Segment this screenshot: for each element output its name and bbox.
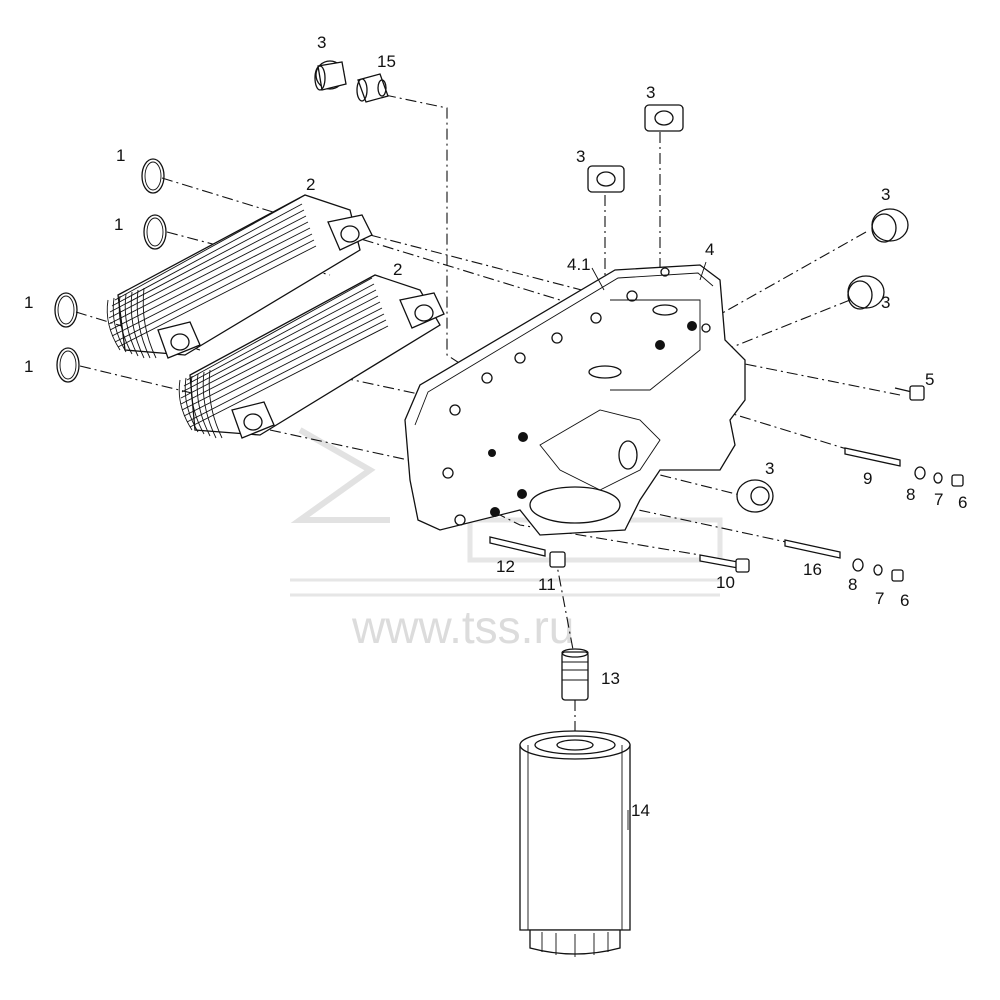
callout-5: 5 bbox=[925, 370, 934, 389]
stud-part-16 bbox=[784, 539, 841, 559]
callout-3: 3 bbox=[576, 147, 585, 166]
callout-1: 1 bbox=[24, 357, 33, 376]
oil-filter-part-14 bbox=[519, 730, 631, 957]
callout-3: 3 bbox=[881, 293, 890, 312]
leader-lines bbox=[591, 261, 707, 830]
callout-2: 2 bbox=[393, 260, 402, 279]
callout-3: 3 bbox=[646, 83, 655, 102]
callout-9: 9 bbox=[863, 469, 872, 488]
plug-part-3 bbox=[314, 60, 909, 513]
callout-6: 6 bbox=[900, 591, 909, 610]
callout-15: 15 bbox=[377, 52, 396, 71]
bolt-part-11 bbox=[549, 551, 566, 568]
callout-1: 1 bbox=[116, 146, 125, 165]
washers-nut-upper bbox=[914, 466, 964, 487]
washers-nut-lower bbox=[852, 558, 904, 582]
stud-part-9 bbox=[844, 447, 901, 467]
callout-8: 8 bbox=[848, 575, 857, 594]
callout-3: 3 bbox=[881, 185, 890, 204]
callout-7: 7 bbox=[934, 490, 943, 509]
oil-cooler-core-upper bbox=[106, 194, 373, 359]
fitting-part-15 bbox=[356, 73, 389, 103]
callout-14: 14 bbox=[631, 801, 650, 820]
bolt-part-5 bbox=[894, 385, 925, 401]
callout-1: 1 bbox=[114, 215, 123, 234]
callout-7: 7 bbox=[875, 589, 884, 608]
callout-16: 16 bbox=[803, 560, 822, 579]
callout-3: 3 bbox=[317, 33, 326, 52]
callout-4-1: 4.1 bbox=[567, 255, 591, 274]
callout-12: 12 bbox=[496, 557, 515, 576]
callout-4: 4 bbox=[705, 240, 714, 259]
callout-13: 13 bbox=[601, 669, 620, 688]
watermark-url: www.tss.ru bbox=[351, 601, 574, 653]
callout-labels: 1 1 1 1 2 2 3 3 3 3 3 3 4.1 4 5 6 6 7 7 … bbox=[24, 33, 967, 820]
callout-10: 10 bbox=[716, 573, 735, 592]
filter-housing-part-4 bbox=[404, 264, 746, 536]
o-ring-part-1 bbox=[54, 158, 167, 383]
callout-6: 6 bbox=[958, 493, 967, 512]
callout-11: 11 bbox=[538, 575, 556, 594]
callout-3: 3 bbox=[765, 459, 774, 478]
oil-cooler-core-lower bbox=[178, 274, 445, 439]
callout-8: 8 bbox=[906, 485, 915, 504]
stud-part-12 bbox=[489, 536, 546, 557]
bolt-part-10 bbox=[699, 554, 750, 573]
adapter-part-13 bbox=[561, 648, 589, 701]
callout-2: 2 bbox=[306, 175, 315, 194]
callout-1: 1 bbox=[24, 293, 33, 312]
